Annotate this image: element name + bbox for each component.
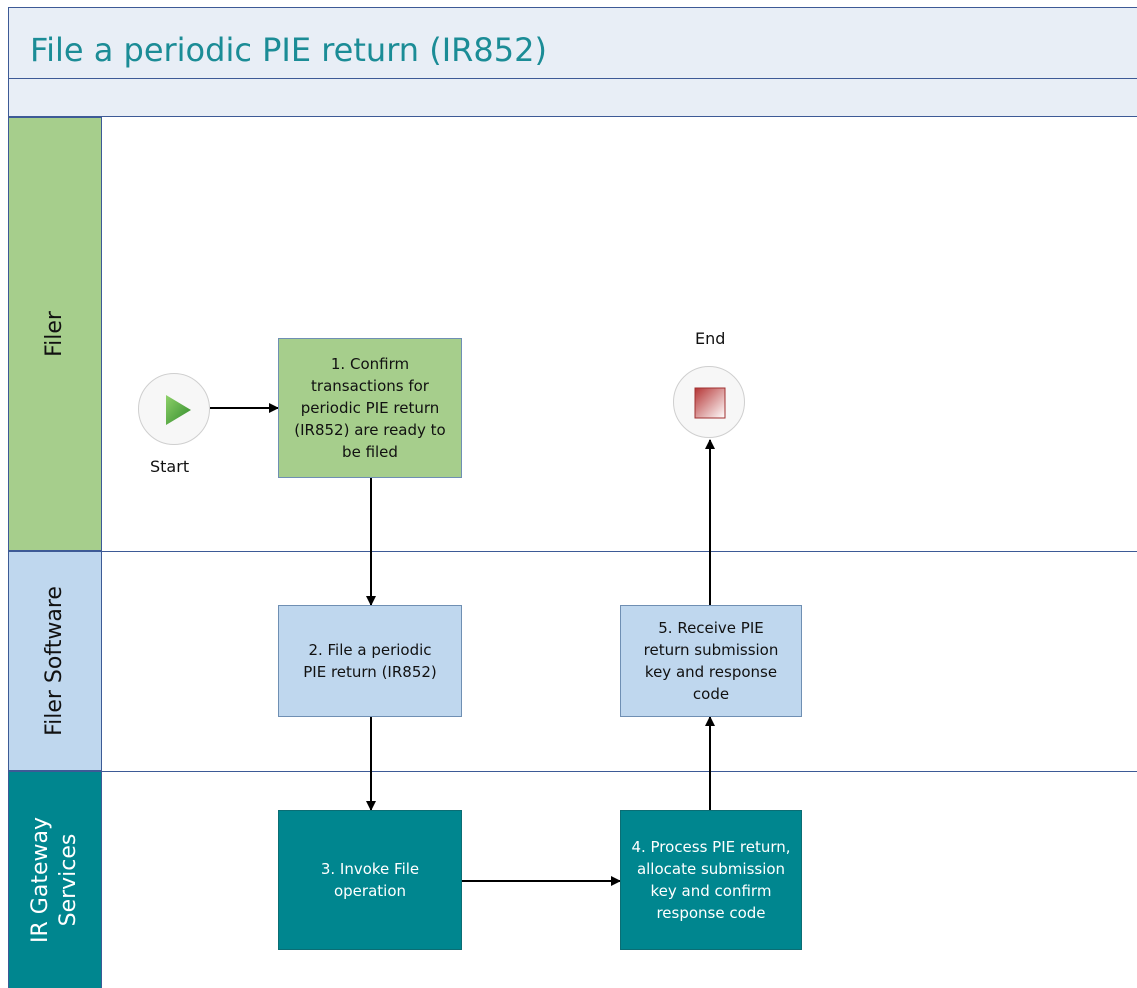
end-event[interactable] xyxy=(673,366,745,438)
task-4-process-return[interactable]: 4. Process PIE return, allocate submissi… xyxy=(620,810,802,950)
lane-divider xyxy=(102,771,1137,772)
end-label: End xyxy=(695,329,726,348)
task-3-invoke-file-operation[interactable]: 3. Invoke File operation xyxy=(278,810,462,950)
play-triangle-icon xyxy=(166,395,191,425)
task-2-file-return[interactable]: 2. File a periodic PIE return (IR852) xyxy=(278,605,462,717)
page-title: File a periodic PIE return (IR852) xyxy=(30,31,547,69)
task-5-receive-key[interactable]: 5. Receive PIE return submission key and… xyxy=(620,605,802,717)
stop-square-icon xyxy=(694,387,726,419)
lane-header-filer-software: Filer Software xyxy=(8,551,102,771)
start-event[interactable] xyxy=(138,373,210,445)
lane-header-ir-gateway: IR Gateway Services xyxy=(8,771,102,988)
start-label: Start xyxy=(150,457,190,476)
title-sub-bar xyxy=(8,79,1137,117)
lane-divider xyxy=(102,551,1137,552)
title-bar xyxy=(8,7,1137,79)
lane-header-filer: Filer xyxy=(8,117,102,551)
task-1-confirm-transactions[interactable]: 1. Confirm transactions for periodic PIE… xyxy=(278,338,462,478)
